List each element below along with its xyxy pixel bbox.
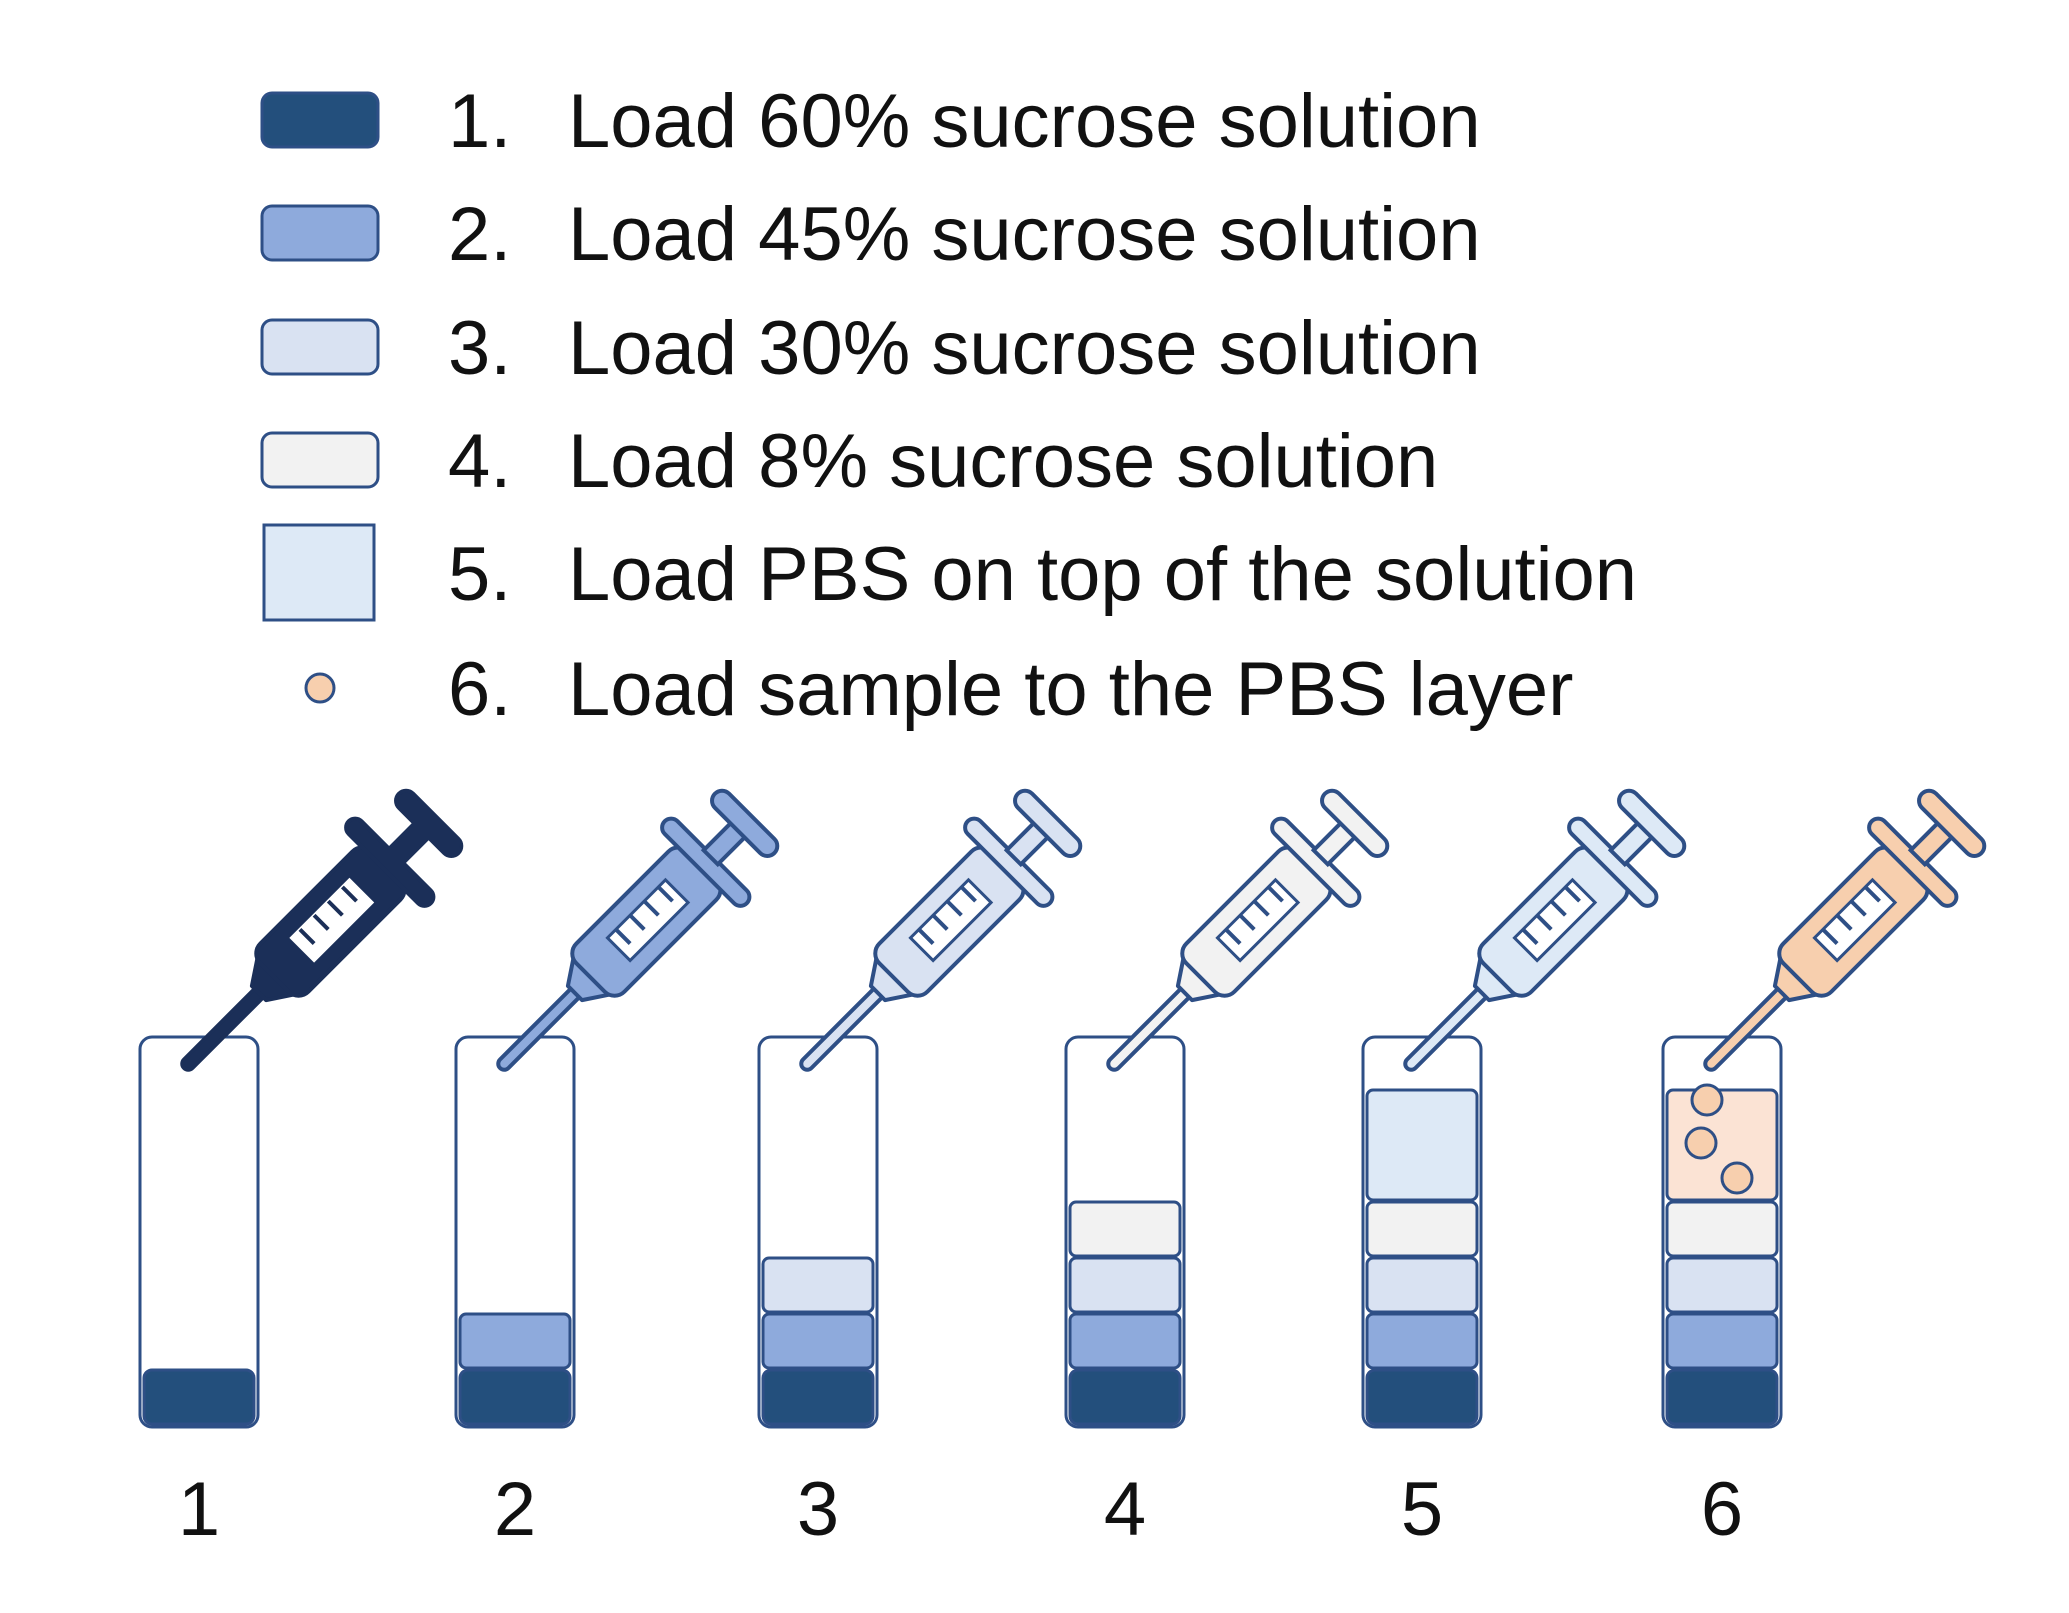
tube-5: 5 — [1361, 788, 1687, 1552]
gradient-layer-s8 — [1365, 1200, 1479, 1258]
legend-number: 5. — [448, 532, 511, 617]
swatch-8-percent — [260, 431, 380, 489]
gradient-layer-s60 — [458, 1368, 572, 1426]
gradient-layer-s30 — [761, 1256, 875, 1314]
legend: 1. Load 60% sucrose solution 2. Load 45%… — [260, 79, 1637, 732]
legend-number: 6. — [448, 647, 511, 732]
swatch-pbs — [262, 523, 376, 622]
gradient-layer-s45 — [1365, 1312, 1479, 1370]
tube-4: 4 — [1064, 788, 1390, 1552]
gradient-layer-s45 — [761, 1312, 875, 1370]
legend-text: Load 45% sucrose solution — [568, 192, 1481, 277]
tube-number-label: 5 — [1401, 1467, 1443, 1552]
gradient-layer-s60 — [1665, 1368, 1779, 1426]
tube-1: 1 — [138, 788, 464, 1552]
legend-item-3: 3. Load 30% sucrose solution — [260, 306, 1481, 391]
syringe-icon — [1106, 788, 1390, 1072]
gradient-layer-s8 — [1665, 1200, 1779, 1258]
gradient-layer-s60 — [1068, 1368, 1182, 1426]
legend-number: 3. — [448, 306, 511, 391]
swatch-60-percent — [260, 91, 380, 149]
swatch-45-percent — [260, 204, 380, 262]
sample-particle — [1720, 1161, 1754, 1195]
gradient-layer-s45 — [1665, 1312, 1779, 1370]
gradient-layer-s30 — [1365, 1256, 1479, 1314]
syringe-icon — [799, 788, 1083, 1072]
legend-number: 2. — [448, 192, 511, 277]
sample-particle — [1684, 1126, 1718, 1160]
legend-text: Load 8% sucrose solution — [568, 419, 1438, 504]
syringe-icon — [496, 788, 780, 1072]
tube-number-label: 6 — [1701, 1467, 1743, 1552]
tube-2: 2 — [454, 788, 780, 1552]
swatch-sample-dot — [304, 672, 336, 704]
legend-item-4: 4. Load 8% sucrose solution — [260, 419, 1438, 504]
legend-item-5: 5. Load PBS on top of the solution — [262, 523, 1637, 622]
tube-body — [138, 1035, 260, 1429]
gradient-layer-s30 — [1665, 1256, 1779, 1314]
sample-particle — [1690, 1083, 1724, 1117]
legend-item-6: 6. Load sample to the PBS layer — [304, 647, 1573, 732]
tube-number-label: 2 — [494, 1467, 536, 1552]
tube-number-label: 3 — [797, 1467, 839, 1552]
legend-number: 4. — [448, 419, 511, 504]
gradient-layer-s45 — [1068, 1312, 1182, 1370]
tube-3: 3 — [757, 788, 1083, 1552]
gradient-layer-s8 — [1068, 1200, 1182, 1258]
gradient-layer-s60 — [142, 1368, 256, 1426]
tube-row: 1 2 3 4 5 6 — [138, 788, 1987, 1552]
tube-number-label: 1 — [178, 1467, 220, 1552]
legend-text: Load 30% sucrose solution — [568, 306, 1481, 391]
gradient-layer-s45 — [458, 1312, 572, 1370]
tube-6: 6 — [1661, 788, 1987, 1552]
legend-number: 1. — [448, 79, 511, 164]
legend-item-2: 2. Load 45% sucrose solution — [260, 192, 1481, 277]
gradient-layer-s60 — [761, 1368, 875, 1426]
gradient-layer-s30 — [1068, 1256, 1182, 1314]
tube-number-label: 4 — [1104, 1467, 1146, 1552]
legend-item-1: 1. Load 60% sucrose solution — [260, 79, 1481, 164]
legend-text: Load 60% sucrose solution — [568, 79, 1481, 164]
syringe-icon — [180, 788, 464, 1072]
gradient-layer-s60 — [1365, 1368, 1479, 1426]
gradient-layer-pbs — [1365, 1088, 1479, 1202]
legend-text: Load sample to the PBS layer — [568, 647, 1573, 732]
swatch-30-percent — [260, 318, 380, 376]
syringe-icon — [1703, 788, 1987, 1072]
legend-text: Load PBS on top of the solution — [568, 532, 1637, 617]
syringe-icon — [1403, 788, 1687, 1072]
